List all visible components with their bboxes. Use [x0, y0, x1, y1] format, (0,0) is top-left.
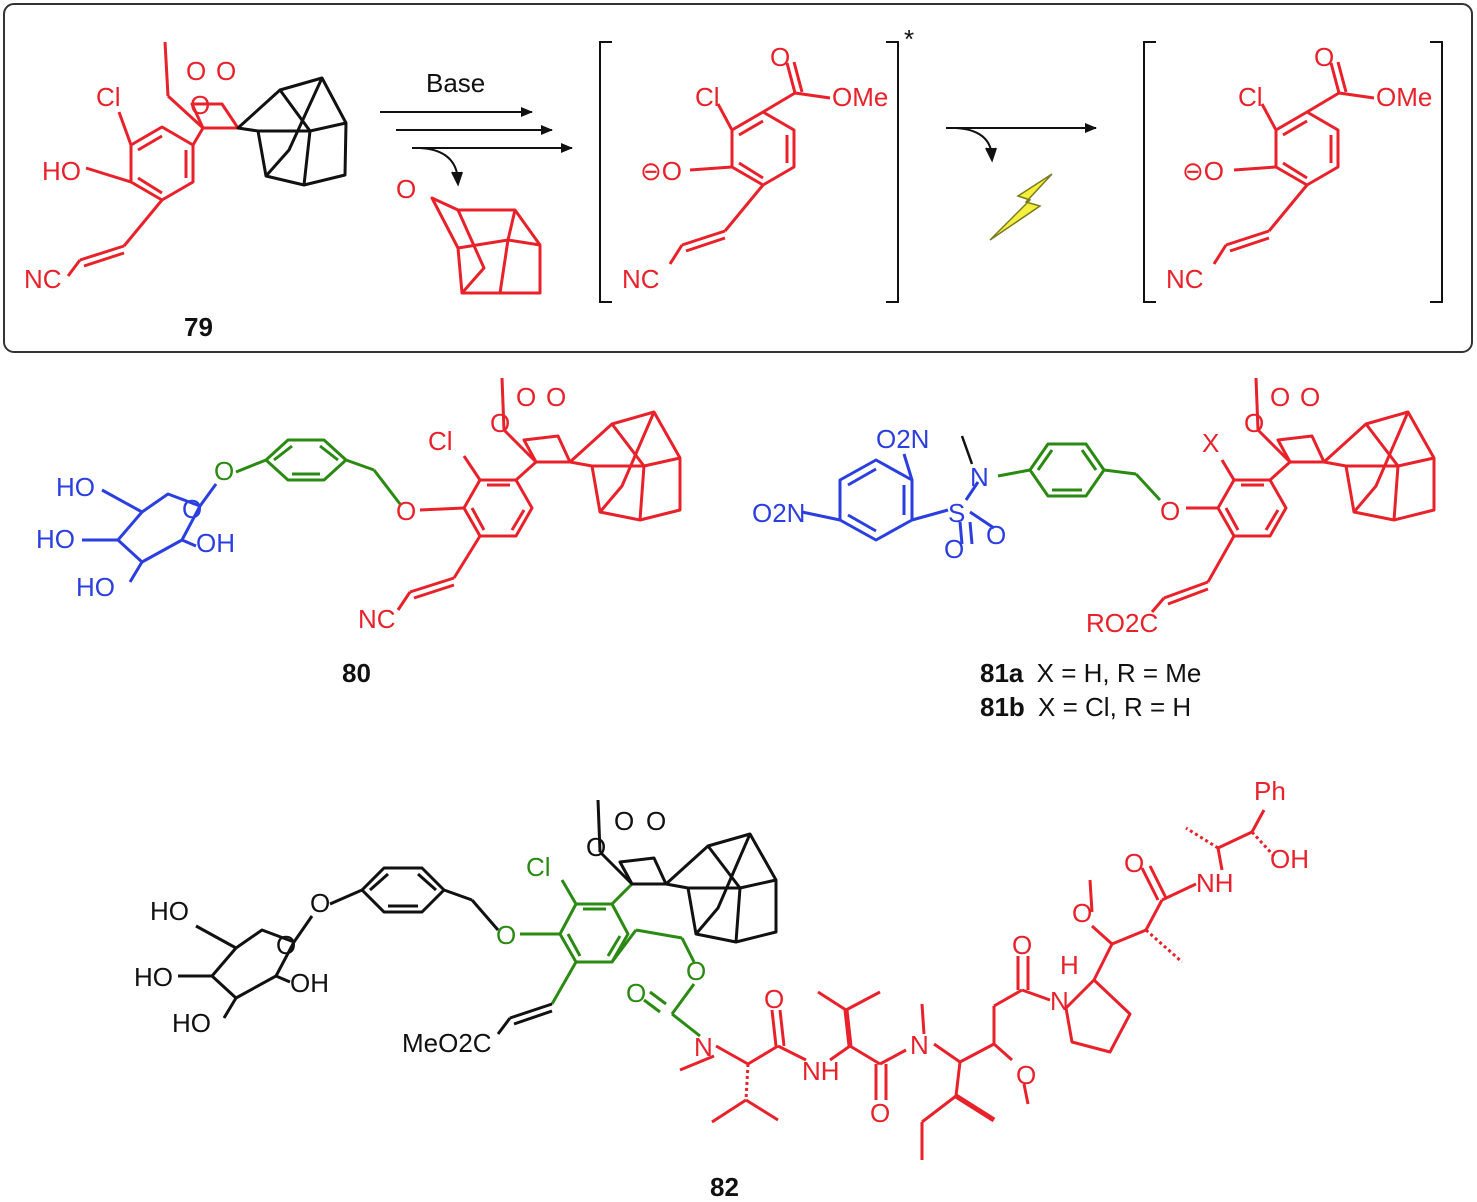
c81-so1: O	[944, 534, 964, 564]
c80-cl: Cl	[428, 426, 453, 456]
c80-ho4: HO	[76, 572, 115, 602]
emission-arrow	[946, 123, 1097, 163]
c82-aryl-o: O	[310, 888, 330, 918]
lightning-bolt-icon	[989, 173, 1053, 241]
c81a-caption: 81a X = H, R = Me	[980, 658, 1201, 688]
c81b-caption: 81b X = Cl, R = H	[980, 692, 1191, 722]
c82-ho4: HO	[172, 1008, 211, 1038]
c79-label: 79	[184, 312, 213, 342]
c82-perox-o1: O	[614, 806, 634, 836]
c82-cl: Cl	[526, 852, 551, 882]
scheme-frame	[3, 3, 1473, 353]
c82-oh3: OH	[290, 968, 329, 998]
ex-cl: Cl	[695, 82, 720, 112]
c82-benzyl-o: O	[496, 920, 516, 950]
c82-n2: N	[910, 1030, 929, 1060]
c80-perox-o1: O	[516, 382, 536, 412]
c82-perox-o2: O	[646, 806, 666, 836]
gr-cl: Cl	[1238, 82, 1263, 112]
c81b-desc: X = Cl, R = H	[1038, 692, 1191, 722]
c82-ring-o: O	[276, 930, 296, 960]
c82-label: 82	[710, 1172, 739, 1202]
ex-carbonyl-o: O	[770, 42, 790, 72]
c80-aryl-o: O	[214, 456, 234, 486]
compound-82: HO HO OH HO O O O Cl MeO2C O O N O NH O …	[134, 776, 1309, 1202]
c81-ester: RO2C	[1086, 608, 1158, 638]
c79-ho: HO	[42, 156, 81, 186]
c81-n: N	[970, 462, 989, 492]
c82-nh2: NH	[1196, 868, 1234, 898]
c79-nc: NC	[24, 264, 62, 294]
excited-intermediate: * Cl O OMe ⊖O NC	[599, 24, 914, 303]
c81-benzyl-o: O	[1160, 496, 1180, 526]
c82-amide-o3: O	[1012, 930, 1032, 960]
c81-perox-o2: O	[1300, 382, 1320, 412]
c80-label: 80	[342, 658, 371, 688]
compound-79: O O O Cl HO NC 79	[24, 41, 348, 342]
c82-amide-o2: O	[870, 1098, 890, 1128]
c80-ho1: HO	[56, 472, 95, 502]
c82-ester: MeO2C	[402, 1028, 492, 1058]
c82-ho2: HO	[134, 962, 173, 992]
gr-carbonyl-o: O	[1314, 42, 1334, 72]
c80-methoxy-o: O	[490, 408, 510, 438]
c82-methoxy2: O	[1072, 898, 1092, 928]
c82-ph: Ph	[1254, 776, 1286, 806]
byproduct-o: O	[396, 174, 416, 204]
c79-cl: Cl	[96, 82, 121, 112]
c79-methoxy-o: O	[190, 90, 210, 120]
ground-intermediate: Cl O OMe ⊖O NC	[1143, 41, 1443, 303]
ex-nc: NC	[622, 264, 660, 294]
c82-carbamate-o1: O	[686, 956, 706, 986]
c82-methoxy1: O	[1016, 1060, 1036, 1090]
ex-ome: OMe	[832, 82, 888, 112]
c81-perox-o1: O	[1270, 382, 1290, 412]
c82-amide-o4: O	[1124, 848, 1144, 878]
gr-phenolate: ⊖O	[1182, 156, 1224, 186]
c82-oh: OH	[1270, 844, 1309, 874]
c80-ho2: HO	[36, 524, 75, 554]
c81-x: X	[1202, 428, 1219, 458]
c82-h: H	[1060, 950, 1079, 980]
c81-no2-left: O2N	[752, 498, 805, 528]
reaction-arrows-step1	[380, 107, 573, 187]
c82-n1: N	[694, 1032, 713, 1062]
adamantanone-byproduct: O	[396, 174, 542, 295]
c80-oh3: OH	[196, 528, 235, 558]
c80-benzyl-o: O	[396, 496, 416, 526]
gr-nc: NC	[1166, 264, 1204, 294]
c81-so2: O	[986, 520, 1006, 550]
reagent-base: Base	[426, 68, 485, 98]
c81b-label: 81b	[980, 692, 1025, 722]
compound-80: HO HO OH HO O O O Cl NC O O O 80	[36, 377, 682, 688]
c82-methoxy-o: O	[586, 832, 606, 862]
c82-carbamate-o2: O	[626, 978, 646, 1008]
compound-81: O2N O2N N S O O X O RO2C O O O 81a X = H…	[752, 377, 1436, 722]
c80-perox-o2: O	[546, 382, 566, 412]
c82-ho1: HO	[150, 896, 189, 926]
c81a-label: 81a	[980, 658, 1024, 688]
gr-ome: OMe	[1376, 82, 1432, 112]
c81-s: S	[948, 498, 965, 528]
c80-nc: NC	[358, 604, 396, 634]
c81a-desc: X = H, R = Me	[1037, 658, 1202, 688]
c80-ring-o: O	[182, 494, 202, 524]
ex-phenolate: ⊖O	[640, 156, 682, 186]
excited-star: *	[904, 24, 914, 54]
c81-no2-top: O2N	[876, 424, 929, 454]
c81-methoxy-o: O	[1244, 408, 1264, 438]
c82-n3: N	[1050, 986, 1069, 1016]
c79-perox-o1: O	[186, 56, 206, 86]
c82-nh1: NH	[802, 1056, 840, 1086]
c79-perox-o2: O	[216, 56, 236, 86]
c82-amide-o1: O	[764, 984, 784, 1014]
